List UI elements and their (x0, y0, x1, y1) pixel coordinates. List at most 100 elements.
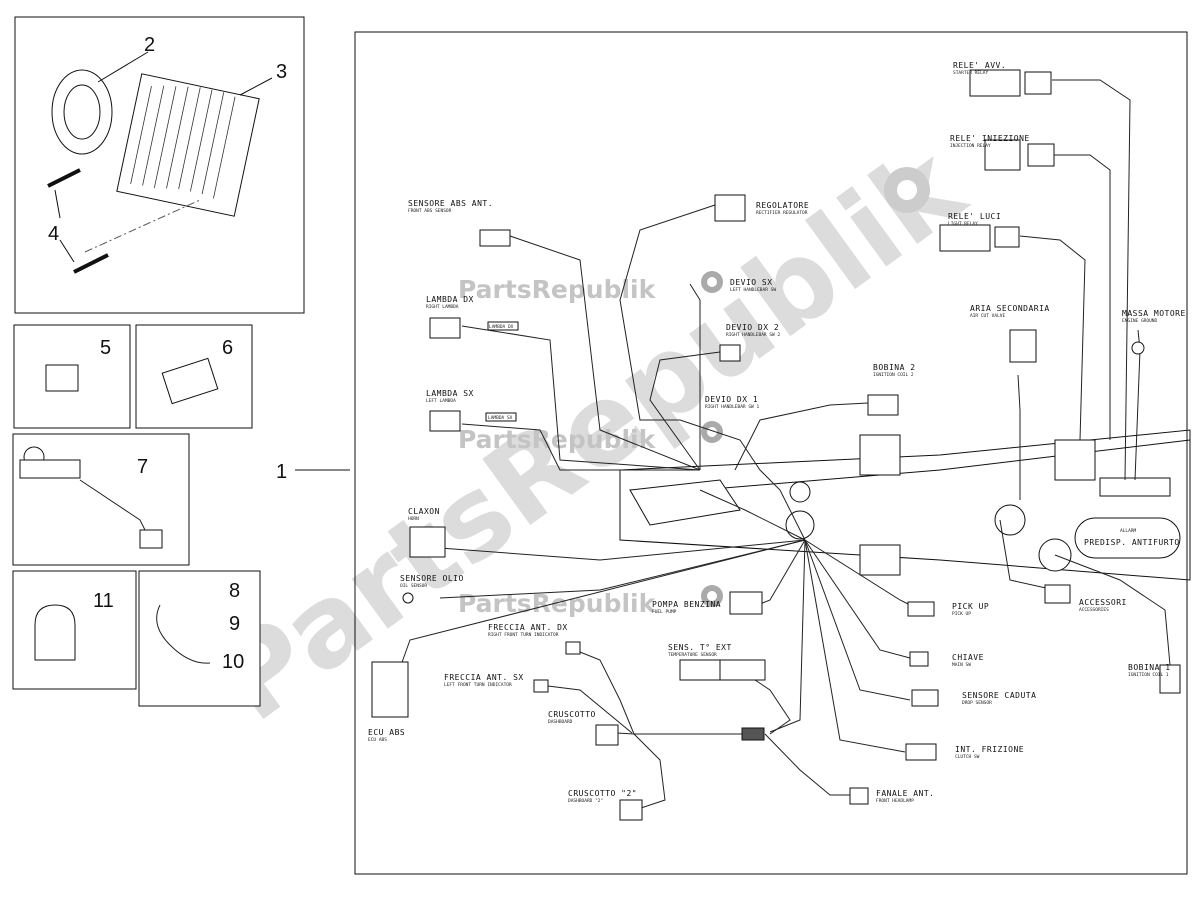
svg-text:ENGINE GROUND: ENGINE GROUND (1122, 318, 1158, 324)
svg-text:CLUTCH SW: CLUTCH SW (955, 754, 980, 760)
watermark-brand-1: PartsRepublik (458, 275, 657, 304)
box-parts-8-10 (138, 570, 261, 707)
dashboard-2-plug (619, 799, 643, 821)
label-antitheft: PREDISP. ANTIFURTO (1084, 538, 1180, 547)
front-abs-sensor-plug (479, 229, 511, 247)
labels: RELE' AVV. STARTER RELAY RELE' INIEZIONE… (368, 61, 1186, 804)
clutch-sw-plug (905, 743, 937, 761)
pick-up-plug (907, 601, 935, 617)
temp-sensor (679, 659, 721, 681)
svg-text:INJECTION RELAY: INJECTION RELAY (950, 143, 991, 149)
regulator-plug (714, 194, 746, 222)
label-lambda-dx: LAMBDA DX (426, 295, 474, 304)
bracket-drawing (34, 604, 76, 661)
accessories-plug (1044, 584, 1071, 604)
label-injection-relay: RELE' INIEZIONE (950, 134, 1030, 143)
svg-text:MAIN SW: MAIN SW (952, 662, 971, 668)
starter-relay (969, 69, 1021, 97)
lambda-dx-plug (429, 317, 461, 339)
label-drop-sensor: SENSORE CADUTA (962, 691, 1036, 700)
svg-text:STARTER RELAY: STARTER RELAY (953, 70, 989, 76)
fuel-pump-plug (729, 591, 763, 615)
callout-3: 3 (276, 61, 287, 83)
connector-drawing (161, 357, 219, 405)
callout-9: 9 (229, 613, 240, 635)
label-horn: CLAXON (408, 507, 440, 516)
air-cut-valve (1009, 329, 1037, 363)
label-pick-up: PICK UP (952, 602, 989, 611)
harness-frame (354, 31, 1188, 875)
gear-icon (701, 167, 930, 607)
label-ignition-coil-1: BOBINA 1 (1128, 663, 1171, 672)
svg-text:PICK UP: PICK UP (952, 611, 971, 617)
label-engine-ground: MASSA MOTORE (1122, 309, 1186, 318)
svg-text:TEMPERATURE SENSOR: TEMPERATURE SENSOR (668, 652, 717, 658)
allarm-box (1074, 517, 1181, 559)
horn-plug (409, 526, 446, 558)
svg-text:ACCESSORIES: ACCESSORIES (1079, 607, 1109, 613)
svg-text:FUEL PUMP: FUEL PUMP (652, 609, 677, 615)
tag-lambda-sx: LAMBDA SX (488, 415, 513, 421)
engine-ground (1131, 341, 1145, 355)
svg-text:FRONT ABS SENSOR: FRONT ABS SENSOR (408, 208, 452, 214)
svg-text:DROP SENSOR: DROP SENSOR (962, 700, 992, 706)
tag-lambda-dx: LAMBDA DX (489, 324, 514, 330)
callout-10: 10 (222, 651, 244, 673)
svg-text:RECTIFIER REGULATOR: RECTIFIER REGULATOR (756, 210, 808, 216)
svg-text:RIGHT FRONT TURN INDICATOR: RIGHT FRONT TURN INDICATOR (488, 632, 559, 638)
wires (399, 79, 1171, 811)
label-right-turn: FRECCIA ANT. DX (488, 623, 568, 632)
label-temp-sensor: SENS. T° EXT (668, 643, 732, 652)
svg-text:RIGHT HANDLEBAR SW 1: RIGHT HANDLEBAR SW 1 (705, 404, 759, 410)
svg-text:HORN: HORN (408, 516, 419, 522)
svg-text:LEFT FRONT TURN INDICATOR: LEFT FRONT TURN INDICATOR (444, 682, 512, 688)
svg-text:LEFT HANDLEBAR SW: LEFT HANDLEBAR SW (730, 287, 776, 293)
watermark-brand-3: PartsRepublik (458, 589, 657, 618)
svg-text:DASHBOARD "2": DASHBOARD "2" (568, 798, 603, 804)
cable-tie-drawing (156, 604, 211, 664)
label-clutch-sw: INT. FRIZIONE (955, 745, 1024, 754)
sensor-drawing (19, 459, 81, 479)
svg-text:RIGHT LAMBDA: RIGHT LAMBDA (426, 304, 459, 310)
svg-text:OIL SENSOR: OIL SENSOR (400, 583, 427, 589)
svg-text:ECU ABS: ECU ABS (368, 737, 387, 743)
clip-drawing (45, 364, 79, 392)
label-ecu-abs: ECU ABS (368, 728, 405, 737)
svg-text:IGNITION COIL 2: IGNITION COIL 2 (873, 372, 914, 378)
svg-text:FRONT HEADLAMP: FRONT HEADLAMP (876, 798, 914, 804)
connector-shapes (371, 69, 1181, 821)
light-relay (939, 224, 991, 252)
callout-4: 4 (48, 223, 59, 245)
label-headlamp: FANALE ANT. (876, 789, 934, 798)
callout-5: 5 (100, 337, 111, 359)
label-dashboard: CRUSCOTTO (548, 710, 596, 719)
callout-8: 8 (229, 580, 240, 602)
ecu-abs (371, 661, 409, 718)
dashboard-plug (595, 724, 619, 746)
headlamp-plug (849, 787, 869, 805)
main-sw-plug (909, 651, 929, 667)
svg-text:RIGHT HANDLEBAR SW 2: RIGHT HANDLEBAR SW 2 (726, 332, 780, 338)
injection-relay (984, 139, 1021, 171)
callout-7: 7 (137, 456, 148, 478)
label-regulator: REGOLATORE (756, 201, 809, 210)
parts-panel: 2 3 4 5 6 7 1 11 8 9 10 (12, 16, 350, 707)
label-front-abs-sensor: SENSORE ABS ANT. (408, 199, 493, 208)
label-main-sw: CHIAVE (952, 653, 984, 662)
label-accessories: ACCESSORI (1079, 598, 1127, 607)
svg-text:IGNITION COIL 1: IGNITION COIL 1 (1128, 672, 1169, 678)
lambda-sx-plug (429, 410, 461, 432)
svg-text:LEFT LAMBDA: LEFT LAMBDA (426, 398, 456, 404)
chassis-sketch (619, 429, 1191, 581)
label-left-turn: FRECCIA ANT. SX (444, 673, 524, 682)
svg-text:AIR CUT VALVE: AIR CUT VALVE (970, 313, 1006, 319)
svg-text:LIGHT RELAY: LIGHT RELAY (948, 221, 978, 227)
label-fuel-pump: POMPA BENZINA (652, 600, 721, 609)
label-starter-relay: RELE' AVV. (953, 61, 1006, 70)
ignition-coil-1 (1159, 664, 1181, 694)
ignition-coil-2-plug (867, 394, 899, 416)
label-oil-sensor: SENSORE OLIO (400, 574, 464, 583)
label-dashboard-2: CRUSCOTTO "2" (568, 789, 637, 798)
svg-text:DASHBOARD: DASHBOARD (548, 719, 573, 725)
